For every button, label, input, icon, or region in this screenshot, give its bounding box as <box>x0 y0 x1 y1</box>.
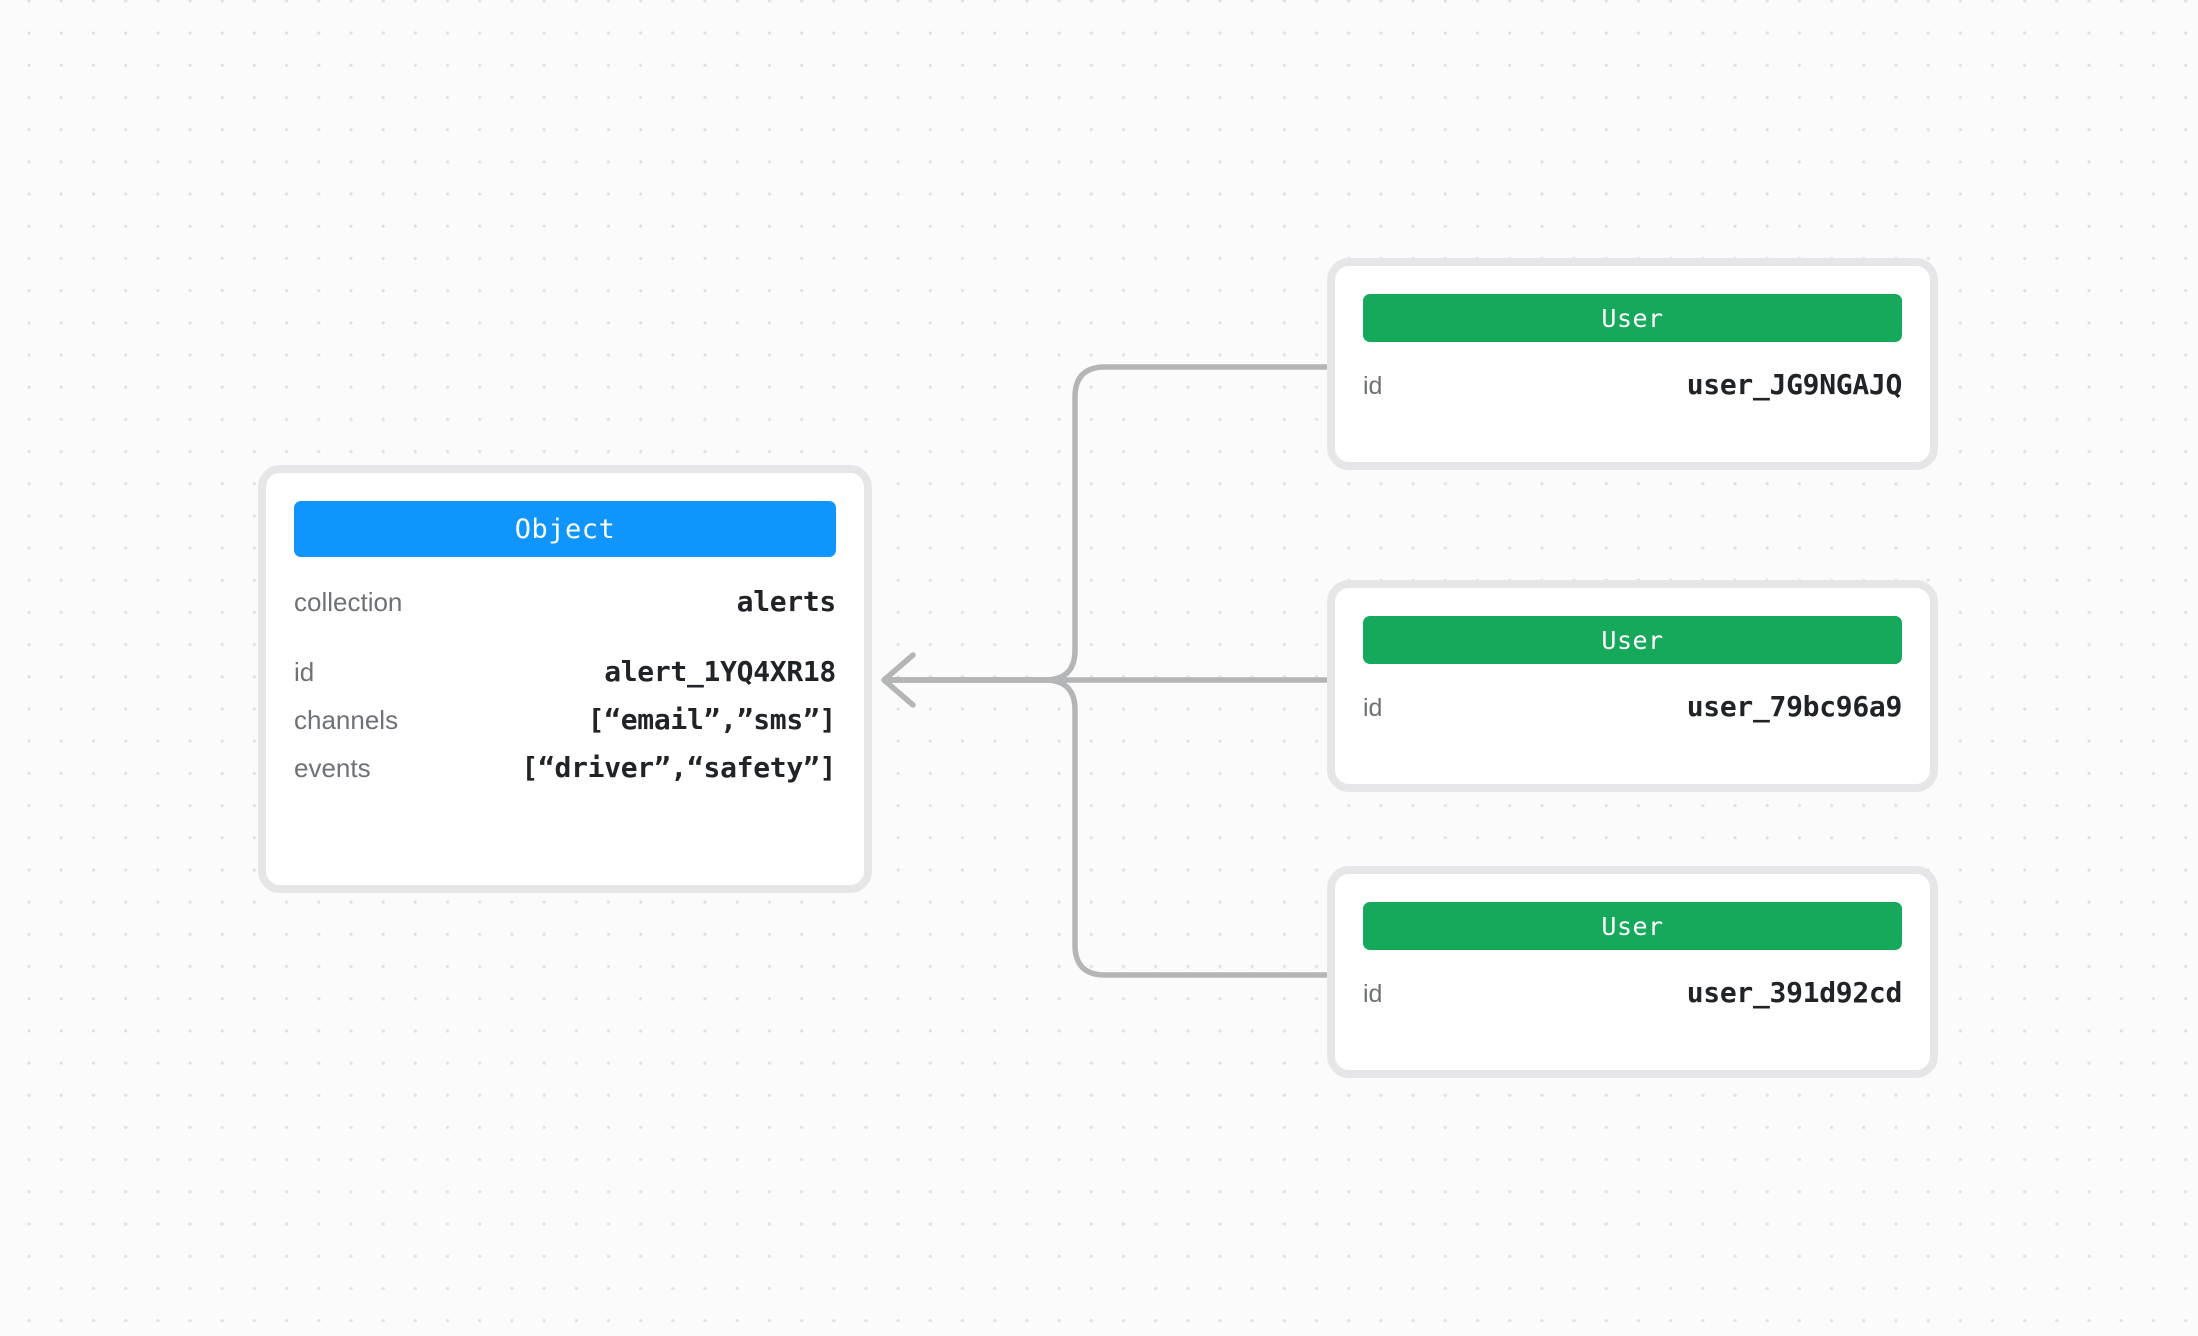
field-label: channels <box>294 705 399 735</box>
node-user-3[interactable]: User id user_391d92cd <box>1327 866 1938 1078</box>
field-value: alerts <box>736 585 837 618</box>
field-value: alert_1YQ4XR18 <box>604 655 836 688</box>
field-label: collection <box>294 587 403 617</box>
field-value: user_JG9NGAJQ <box>1686 368 1903 401</box>
node-object-fields: collection alerts id alert_1YQ4XR18 chan… <box>294 585 836 799</box>
edge-arrowhead <box>881 652 916 708</box>
node-user-2-fields: id user_79bc96a9 <box>1363 690 1902 736</box>
field-row-events: events [“driver”,“safety”] <box>294 751 836 799</box>
field-label: id <box>1363 694 1383 722</box>
field-row-channels: channels [“email”,”sms”] <box>294 703 836 751</box>
field-row-id: id alert_1YQ4XR18 <box>294 655 836 703</box>
field-row-id: id user_391d92cd <box>1363 976 1902 1022</box>
node-object[interactable]: Object collection alerts id alert_1YQ4XR… <box>258 465 872 893</box>
field-value: user_79bc96a9 <box>1686 690 1903 723</box>
field-label: events <box>294 753 371 783</box>
field-row-id: id user_JG9NGAJQ <box>1363 368 1902 414</box>
field-label: id <box>1363 980 1383 1008</box>
node-user-type-badge: User <box>1363 294 1902 342</box>
field-label: id <box>1363 372 1383 400</box>
field-value: user_391d92cd <box>1686 976 1903 1009</box>
field-value: [“driver”,“safety”] <box>521 751 836 784</box>
node-user-1[interactable]: User id user_JG9NGAJQ <box>1327 258 1938 470</box>
node-user-1-fields: id user_JG9NGAJQ <box>1363 368 1902 414</box>
edge-user-3 <box>887 677 1330 978</box>
field-label: id <box>294 657 315 687</box>
node-user-type-badge: User <box>1363 616 1902 664</box>
node-user-2[interactable]: User id user_79bc96a9 <box>1327 580 1938 792</box>
edge-user-1 <box>887 364 1330 683</box>
field-value: [“email”,”sms”] <box>587 703 837 736</box>
field-row-collection: collection alerts <box>294 585 836 633</box>
node-object-type-badge: Object <box>294 501 836 557</box>
node-user-3-fields: id user_391d92cd <box>1363 976 1902 1022</box>
field-group-separator <box>294 633 836 655</box>
node-user-type-badge: User <box>1363 902 1902 950</box>
field-row-id: id user_79bc96a9 <box>1363 690 1902 736</box>
